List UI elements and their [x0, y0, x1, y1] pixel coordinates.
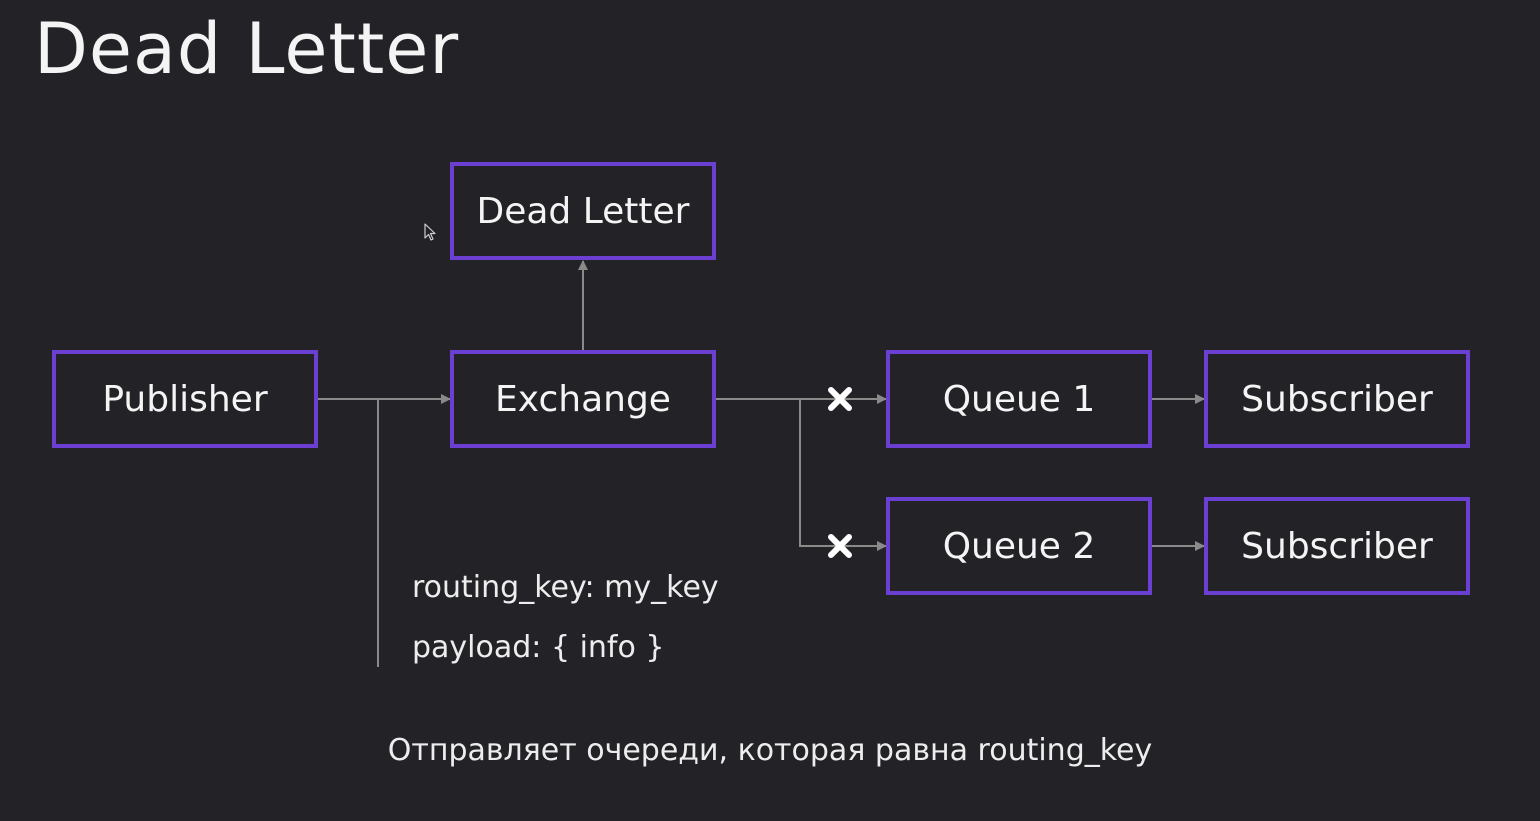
- publisher-node: Publisher: [52, 350, 318, 448]
- subscriber-2-label: Subscriber: [1241, 525, 1433, 567]
- exchange-label: Exchange: [495, 378, 671, 420]
- x-mark-icon: [825, 531, 855, 561]
- subscriber-1-node: Subscriber: [1204, 350, 1470, 448]
- queue-1-node: Queue 1: [886, 350, 1152, 448]
- subscriber-2-node: Subscriber: [1204, 497, 1470, 595]
- subscriber-1-label: Subscriber: [1241, 378, 1433, 420]
- x-mark-icon: [825, 384, 855, 414]
- cursor-icon: [424, 223, 438, 243]
- caption-text: Отправляет очереди, которая равна routin…: [387, 733, 1153, 768]
- arrow-exchange-queue2: [799, 399, 887, 551]
- routing-key-text: routing_key: my_key: [412, 570, 719, 605]
- queue-1-label: Queue 1: [942, 378, 1096, 420]
- queue-2-label: Queue 2: [942, 525, 1096, 567]
- dead-letter-label: Dead Letter: [476, 190, 690, 232]
- queue-2-node: Queue 2: [886, 497, 1152, 595]
- publisher-label: Publisher: [102, 378, 268, 420]
- page-title: Dead Letter: [34, 8, 460, 90]
- payload-text: payload: { info }: [412, 630, 665, 665]
- exchange-node: Exchange: [450, 350, 716, 448]
- dead-letter-node: Dead Letter: [450, 162, 716, 260]
